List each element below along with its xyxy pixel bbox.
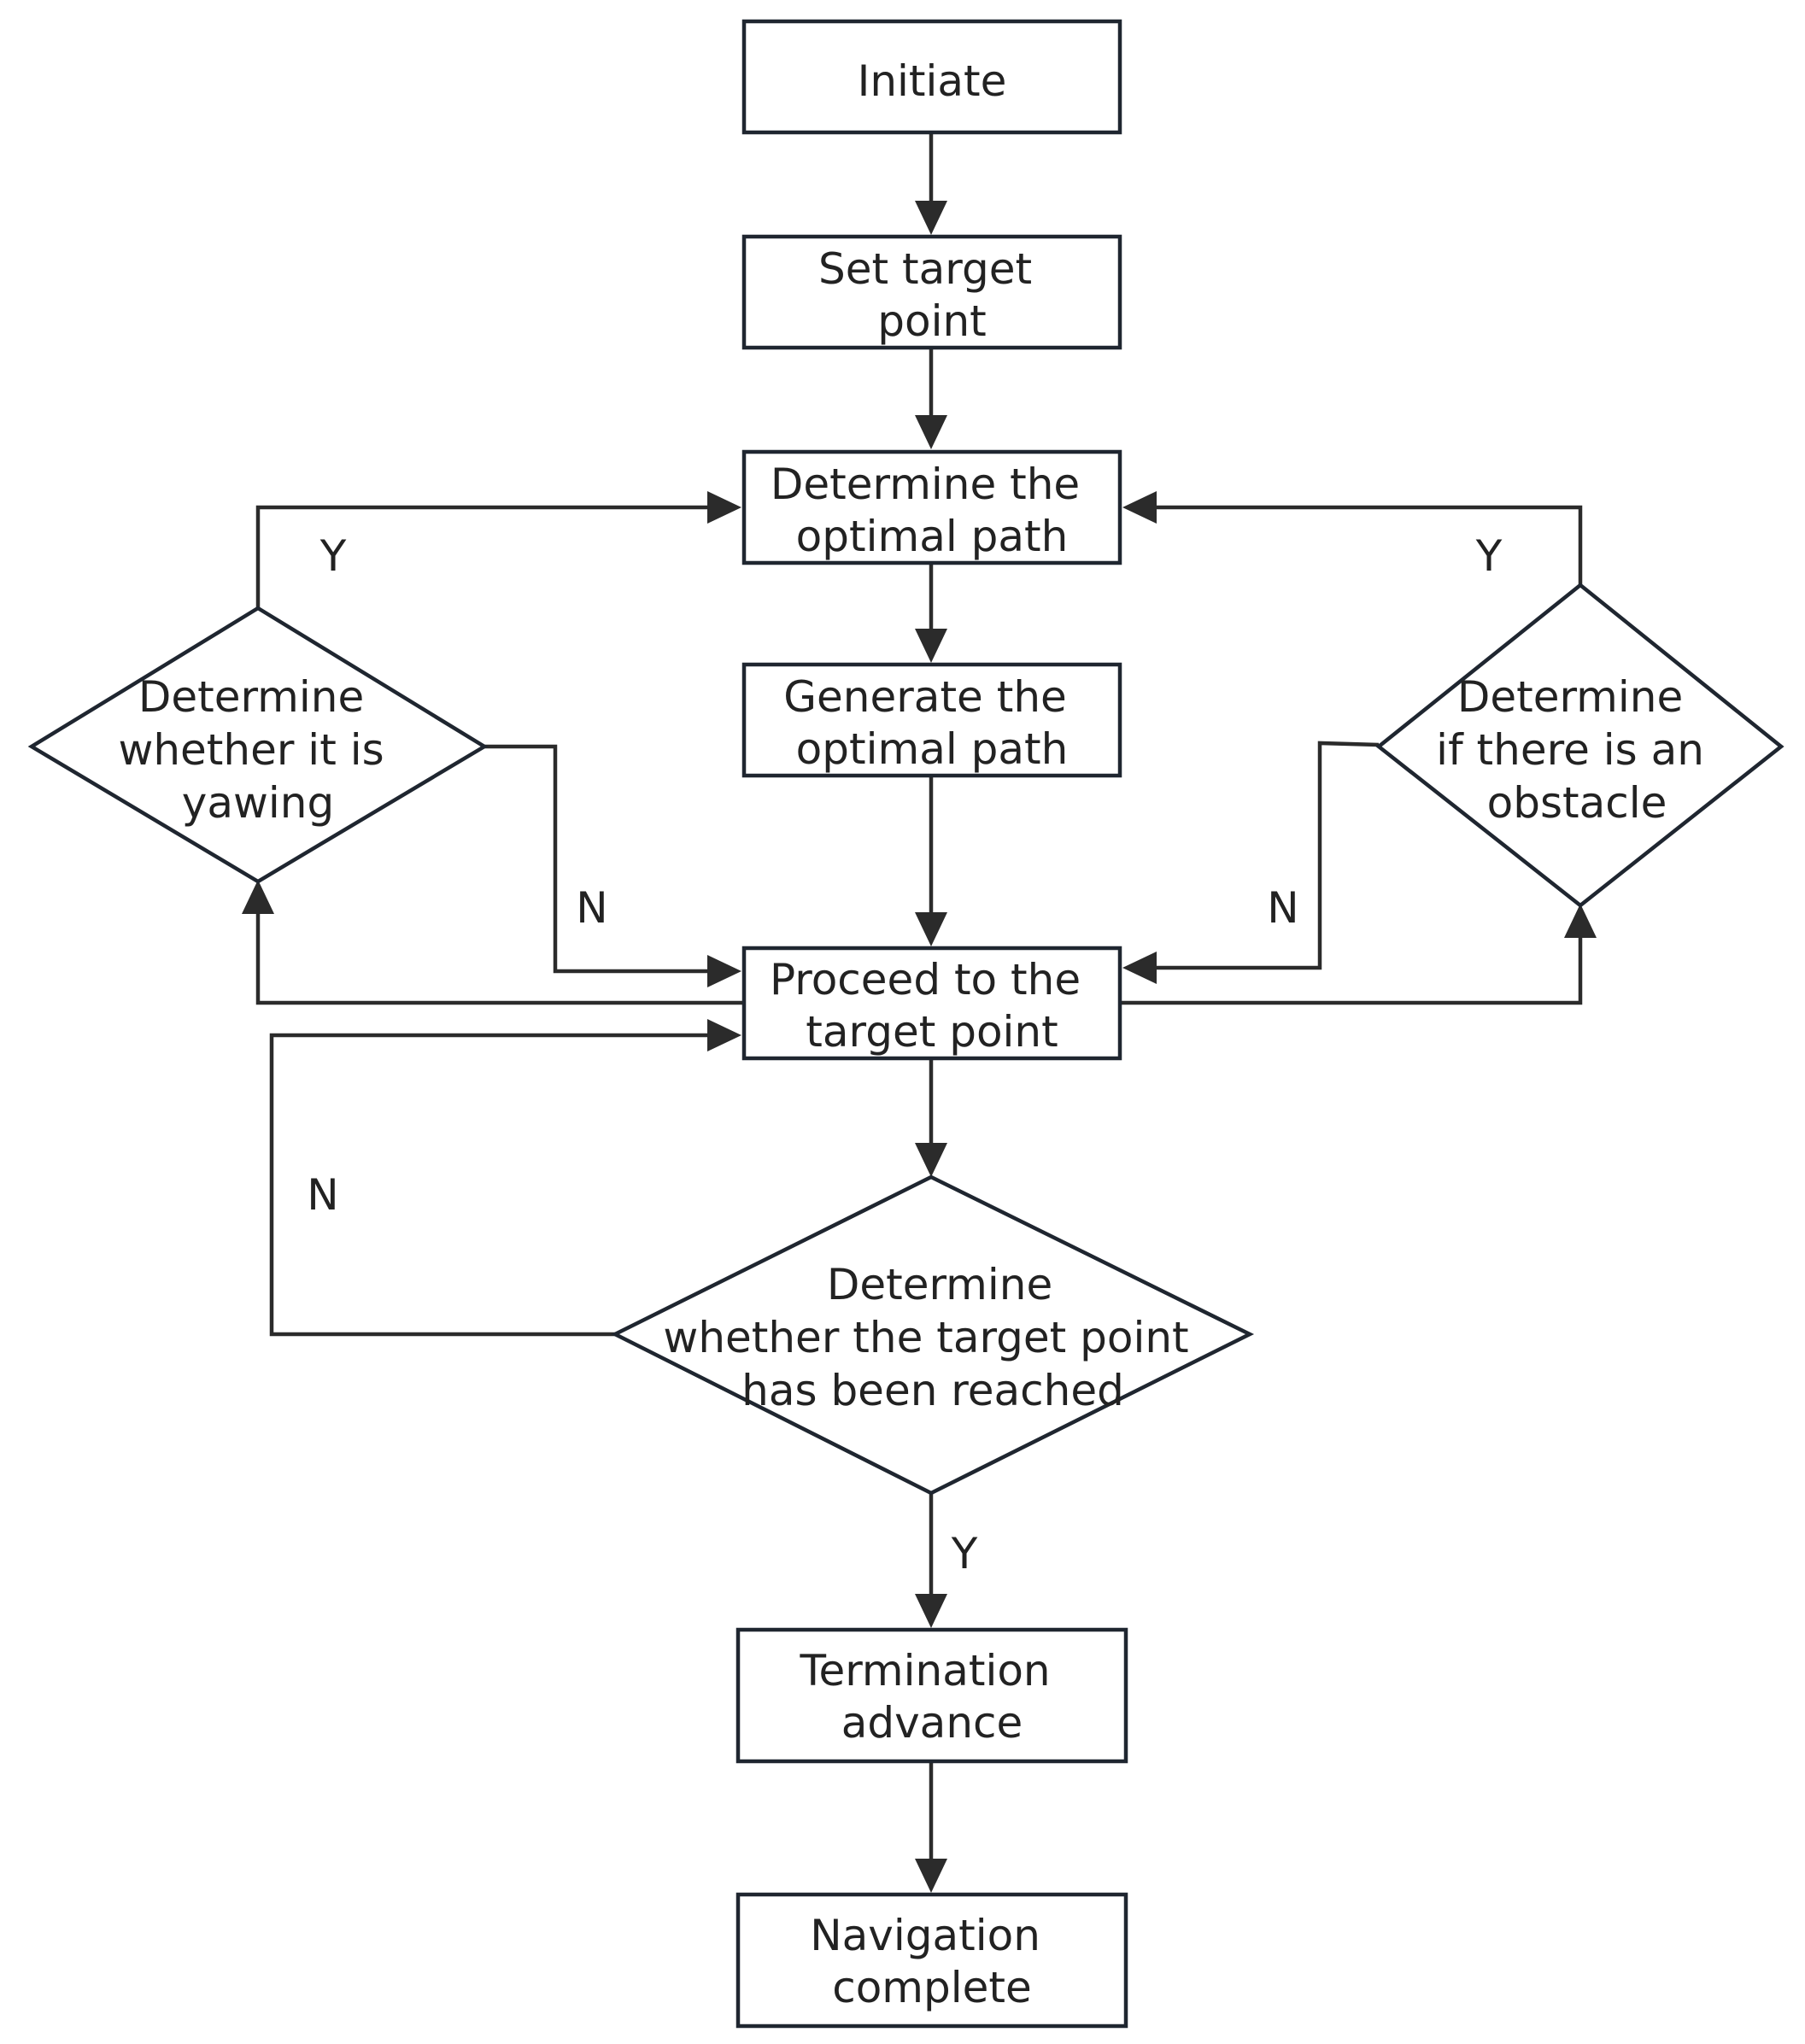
- label-navigation-complete: Navigation complete: [810, 1911, 1054, 2012]
- diamond-check-yawing: [27, 606, 489, 884]
- connectors: [242, 132, 1597, 1893]
- box-navigation-complete: [735, 1892, 1128, 2029]
- edge-obstacle-no-to-proceed: [1155, 741, 1380, 970]
- label-initiate: Initiate: [858, 56, 1007, 106]
- arrowhead: [915, 912, 947, 946]
- decision-diamonds: [27, 583, 1784, 1496]
- label-check-obstacle: Determine if there is an obstacle: [1436, 672, 1718, 828]
- label-termination-advance: Termination advance: [799, 1646, 1064, 1748]
- process-boxes: [735, 19, 1128, 2029]
- edge-proceed-to-check-obstacle: [1118, 936, 1583, 1005]
- edge-label-yawing-yes: Y: [319, 531, 347, 581]
- label-proceed-to-target: Proceed to the target point: [770, 955, 1094, 1057]
- edge-label-yawing-no: N: [576, 883, 607, 933]
- arrowhead: [915, 1594, 947, 1628]
- arrowhead: [1122, 952, 1157, 984]
- box-set-target-point: [741, 234, 1122, 350]
- edge-yawing-no-to-proceed: [484, 744, 709, 974]
- diamond-check-obstacle: [1375, 583, 1784, 908]
- edge-label-obstacle-no: N: [1267, 883, 1298, 933]
- diamond-check-reached: [610, 1174, 1255, 1496]
- label-check-yawing: Determine whether it is yawing: [118, 672, 397, 828]
- arrowhead: [915, 1859, 947, 1893]
- edge-labels: Y N Y N N Y: [307, 531, 1502, 1578]
- arrowhead: [242, 880, 274, 914]
- edge-obstacle-yes-to-determine-path: [1155, 505, 1583, 585]
- box-proceed-to-target: [741, 946, 1122, 1061]
- edge-label-obstacle-yes: Y: [1475, 531, 1503, 581]
- arrowhead: [707, 955, 741, 987]
- arrowhead: [915, 629, 947, 663]
- arrowhead: [915, 415, 947, 449]
- edge-label-reached-no: N: [307, 1170, 338, 1220]
- label-check-reached: Determine whether the target point has b…: [663, 1260, 1202, 1415]
- arrowhead: [1122, 491, 1157, 524]
- arrowhead: [707, 1019, 741, 1051]
- label-generate-optimal-path: Generate the optimal path: [783, 672, 1080, 774]
- box-termination-advance: [735, 1627, 1128, 1764]
- edge-proceed-to-check-yawing: [255, 912, 744, 1005]
- label-determine-optimal-path: Determine the optimal path: [771, 460, 1093, 561]
- box-determine-optimal-path: [741, 449, 1122, 565]
- edge-reached-no-to-proceed: [269, 1033, 709, 1337]
- edge-label-reached-yes: Y: [951, 1529, 978, 1578]
- box-generate-optimal-path: [741, 662, 1122, 778]
- arrowhead: [915, 1143, 947, 1177]
- label-set-target-point: Set target point: [818, 244, 1046, 346]
- arrowhead: [707, 491, 741, 524]
- arrowhead: [915, 201, 947, 235]
- node-labels: Initiate Set target point Determine the …: [118, 56, 1718, 2012]
- box-initiate: [741, 19, 1122, 135]
- arrowhead: [1564, 904, 1597, 938]
- edge-yawing-yes-to-determine-path: [255, 505, 709, 608]
